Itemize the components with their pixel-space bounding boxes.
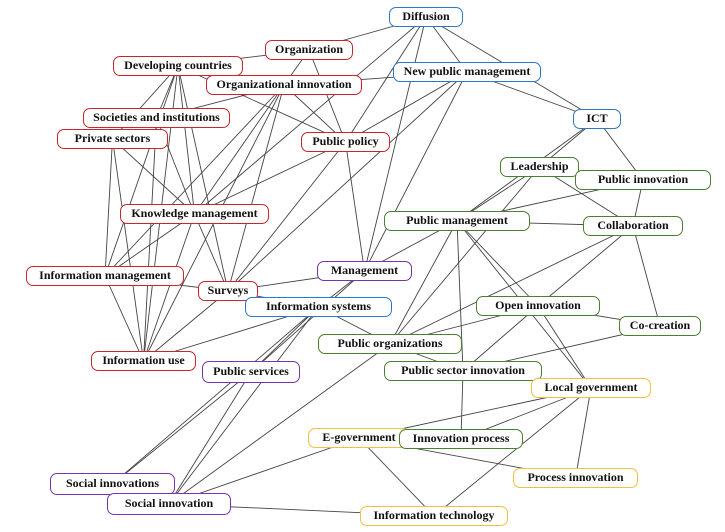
edge-local-government-information-technology: [433, 387, 592, 517]
node-surveys[interactable]: Surveys: [198, 281, 258, 301]
edge-public-services-social-innovations: [112, 371, 252, 485]
node-public-organizations[interactable]: Public organizations: [318, 334, 462, 354]
edge-collaboration-public-organizations: [389, 225, 634, 345]
edge-public-policy-knowledge-management: [194, 141, 346, 215]
node-management[interactable]: Management: [317, 261, 412, 281]
edge-knowledge-management-information-use: [143, 213, 195, 362]
edge-public-services-social-innovation: [168, 371, 252, 505]
edge-developing-countries-public-policy: [177, 65, 346, 143]
edge-developing-countries-knowledge-management: [177, 65, 195, 215]
node-public-services[interactable]: Public services: [202, 361, 300, 383]
edge-organizational-innovation-knowledge-management: [194, 84, 285, 215]
edge-organization-public-policy: [308, 49, 346, 143]
node-societies-and-institutions[interactable]: Societies and institutions: [83, 108, 230, 128]
node-public-management[interactable]: Public management: [384, 211, 530, 231]
node-public-innovation[interactable]: Public innovation: [575, 170, 711, 190]
node-leadership[interactable]: Leadership: [500, 157, 579, 177]
node-knowledge-management[interactable]: Knowledge management: [120, 204, 269, 224]
edge-public-management-public-sector-innovation: [456, 220, 464, 372]
edge-diffusion-public-policy: [345, 16, 427, 143]
node-diffusion[interactable]: Diffusion: [389, 7, 463, 27]
edge-open-innovation-local-government: [537, 305, 592, 389]
node-organizational-innovation[interactable]: Organizational innovation: [206, 75, 362, 95]
node-information-systems[interactable]: Information systems: [245, 297, 392, 317]
node-information-management[interactable]: Information management: [26, 266, 184, 286]
edge-societies-and-institutions-information-use: [143, 117, 157, 362]
edge-diffusion-knowledge-management: [194, 16, 427, 215]
node-new-public-management[interactable]: New public management: [393, 62, 541, 82]
node-open-innovation[interactable]: Open innovation: [476, 296, 600, 316]
edge-public-management-public-organizations: [389, 220, 458, 345]
node-process-innovation[interactable]: Process innovation: [513, 468, 638, 488]
edge-knowledge-management-information-management: [104, 213, 195, 277]
node-e-government[interactable]: E-government: [308, 428, 410, 448]
edge-e-government-information-technology: [358, 437, 435, 517]
edge-public-policy-surveys: [227, 141, 346, 292]
edge-public-organizations-social-innovation: [168, 343, 391, 505]
node-developing-countries[interactable]: Developing countries: [113, 56, 243, 76]
node-organization[interactable]: Organization: [265, 40, 353, 60]
edge-leadership-public-organizations: [389, 166, 540, 345]
edge-organizational-innovation-information-management: [104, 84, 285, 277]
node-information-technology[interactable]: Information technology: [360, 506, 508, 526]
edge-private-sectors-information-use: [112, 138, 144, 362]
edge-private-sectors-information-management: [104, 138, 113, 277]
node-private-sectors[interactable]: Private sectors: [57, 129, 168, 149]
node-public-policy[interactable]: Public policy: [301, 132, 390, 152]
node-local-government[interactable]: Local government: [531, 378, 651, 398]
edge-information-systems-social-innovation: [168, 306, 319, 505]
edge-public-sector-innovation-innovation-process: [460, 370, 464, 440]
edge-developing-countries-surveys: [177, 65, 229, 292]
edge-new-public-management-management: [364, 71, 468, 272]
node-social-innovation[interactable]: Social innovation: [107, 493, 231, 515]
edge-organizational-innovation-surveys: [227, 84, 285, 292]
edge-public-management-open-innovation: [456, 220, 539, 307]
edge-public-policy-management: [345, 141, 365, 272]
edge-information-systems-social-innovations: [112, 306, 319, 485]
edge-collaboration-co-creation: [632, 225, 661, 327]
edge-information-management-information-use: [104, 275, 144, 362]
node-collaboration[interactable]: Collaboration: [583, 216, 683, 236]
edge-private-sectors-knowledge-management: [112, 138, 195, 215]
edge-ict-public-innovation: [596, 118, 644, 181]
edge-developing-countries-information-management: [104, 65, 179, 277]
node-information-use[interactable]: Information use: [91, 351, 196, 371]
node-social-innovations[interactable]: Social innovations: [50, 473, 175, 495]
edge-collaboration-open-innovation: [537, 225, 634, 307]
edge-new-public-management-public-policy: [345, 71, 468, 143]
edge-knowledge-management-surveys: [194, 213, 229, 292]
node-public-sector-innovation[interactable]: Public sector innovation: [384, 361, 542, 381]
edge-open-innovation-public-sector-innovation: [462, 305, 539, 372]
edge-new-public-management-surveys: [227, 71, 468, 292]
node-co-creation[interactable]: Co-creation: [619, 316, 701, 336]
edge-diffusion-management: [364, 16, 427, 272]
node-ict[interactable]: ICT: [573, 109, 621, 129]
node-innovation-process[interactable]: Innovation process: [399, 429, 523, 449]
edge-surveys-information-use: [143, 290, 229, 362]
edge-local-government-process-innovation: [575, 387, 592, 479]
